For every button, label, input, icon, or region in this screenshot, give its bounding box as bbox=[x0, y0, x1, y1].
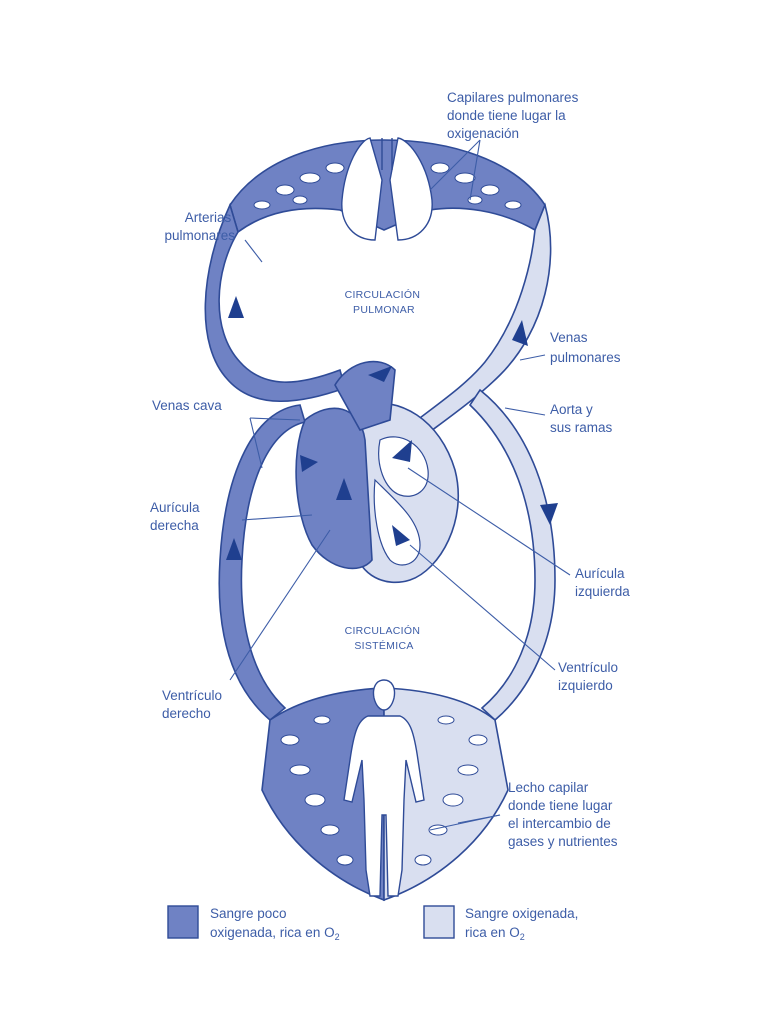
label-left-ventricle: Ventrículo izquierdo bbox=[558, 660, 622, 693]
lung-mesh bbox=[253, 162, 522, 210]
label-capillary-bed: Lecho capilar donde tiene lugar el inter… bbox=[508, 780, 618, 849]
arrow-pulmonary-artery-up bbox=[228, 296, 244, 318]
arrow-into-right-atrium bbox=[300, 455, 318, 472]
arrow-into-left-atrium bbox=[392, 440, 412, 462]
aorta-vessel bbox=[468, 388, 556, 722]
trachea bbox=[381, 138, 393, 170]
left-lung-shape bbox=[341, 137, 383, 241]
legend-swatch-deoxygenated bbox=[167, 905, 199, 939]
label-aorta: Aorta y sus ramas bbox=[550, 402, 613, 435]
arrow-aorta-down bbox=[540, 503, 558, 525]
label-systemic-circulation: CIRCULACIÓN SISTÉMICA bbox=[345, 624, 424, 652]
arrow-right-ventricle-up bbox=[336, 478, 352, 500]
legend-deoxygenated-label: Sangre poco oxigenada, rica en O2 bbox=[210, 906, 340, 942]
label-pulmonary-circulation: CIRCULACIÓN PULMONAR bbox=[345, 288, 424, 316]
label-right-atrium: Aurícula derecha bbox=[150, 500, 203, 533]
label-pulmonary-capillaries: Capilares pulmonares donde tiene lugar l… bbox=[447, 90, 582, 141]
pulmonary-capillary-bed bbox=[229, 137, 546, 241]
legend-oxygenated-label: Sangre oxigenada, rica en O2 bbox=[465, 906, 582, 942]
label-venae-cavae: Venas cava bbox=[152, 398, 222, 413]
label-left-atrium: Aurícula izquierda bbox=[575, 566, 630, 599]
arrow-pulmonary-trunk bbox=[368, 366, 392, 382]
systemic-capillary-bed bbox=[261, 679, 509, 902]
arrow-left-ventricle bbox=[392, 525, 410, 546]
legend: Sangre poco oxigenada, rica en O2 Sangre… bbox=[167, 905, 582, 942]
leader-lines bbox=[229, 139, 571, 831]
right-lung-shape bbox=[389, 137, 433, 241]
heart bbox=[295, 360, 460, 584]
label-right-ventricle: Ventrículo derecho bbox=[162, 688, 226, 721]
heart-right-side bbox=[295, 407, 373, 570]
left-atrium-chamber bbox=[378, 436, 429, 497]
label-pulmonary-arteries: Arterias pulmonares bbox=[164, 210, 235, 243]
arrow-pulmonary-vein-down bbox=[512, 320, 528, 346]
label-pulmonary-veins: Venas pulmonares bbox=[550, 330, 621, 365]
human-silhouette bbox=[343, 679, 425, 897]
left-ventricle-chamber bbox=[373, 478, 421, 566]
legend-swatch-oxygenated bbox=[423, 905, 455, 939]
vena-cava-vessel bbox=[218, 404, 307, 722]
flow-arrows bbox=[226, 296, 558, 560]
arrow-vena-cava-up bbox=[226, 538, 242, 560]
